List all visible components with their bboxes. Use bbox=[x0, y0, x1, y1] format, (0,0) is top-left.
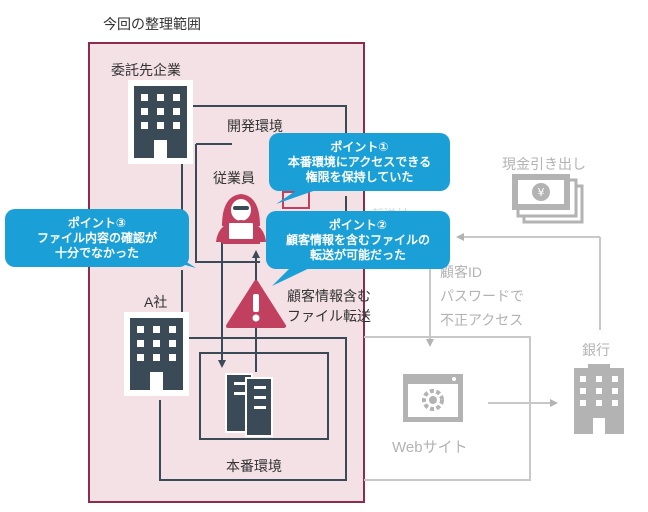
dev-env-label: 開発環境 bbox=[227, 118, 283, 134]
callout-2-title: ポイント② bbox=[328, 218, 388, 232]
callout-3-title: ポイント③ bbox=[67, 216, 127, 230]
callout-point-3: ポイント③ ファイル内容の確認が 十分でなかった bbox=[5, 209, 189, 267]
callout-1-line1: 本番環境にアクセスできる bbox=[287, 155, 432, 169]
website-label: Webサイト bbox=[392, 439, 468, 456]
transfer-label-1: 顧客情報含む bbox=[287, 288, 371, 304]
employee-icon bbox=[216, 194, 266, 244]
employee-label: 従業員 bbox=[213, 170, 255, 186]
company-a-building-icon bbox=[124, 312, 189, 396]
prod-env-frame bbox=[159, 337, 347, 481]
stolen-text-1: 顧客ID bbox=[440, 264, 482, 280]
scope-title: 今回の整理範囲 bbox=[103, 16, 201, 32]
server-icon bbox=[225, 373, 273, 437]
cash-out-label: 現金引き出し bbox=[502, 156, 586, 172]
cash-icon: ¥ bbox=[512, 174, 584, 224]
contractor-label: 委託先企業 bbox=[111, 62, 181, 78]
stolen-text-3: 不正アクセス bbox=[440, 312, 524, 328]
callout-2-pointer bbox=[272, 264, 318, 286]
stolen-text-2: パスワードで bbox=[440, 288, 524, 304]
callout-1-pointer bbox=[276, 188, 322, 204]
employee-box bbox=[195, 143, 260, 263]
callout-2-line1: 顧客情報を含むファイルの bbox=[285, 233, 430, 247]
bank-building-icon bbox=[574, 364, 624, 434]
svg-text:¥: ¥ bbox=[538, 186, 545, 199]
bank-label: 銀行 bbox=[582, 342, 610, 358]
warning-icon bbox=[226, 280, 286, 328]
contractor-building-icon bbox=[128, 80, 193, 164]
company-a-label: A社 bbox=[144, 294, 168, 310]
callout-point-1: ポイント① 本番環境にアクセスできる 権限を保持していた bbox=[269, 133, 450, 191]
callout-point-2: ポイント② 顧客情報を含むファイルの 転送が可能だった bbox=[266, 211, 450, 269]
transfer-label-2: ファイル転送 bbox=[287, 308, 371, 324]
prod-env-label: 本番環境 bbox=[226, 458, 282, 474]
website-icon bbox=[403, 374, 463, 422]
callout-3-line2: 十分でなかった bbox=[54, 246, 139, 260]
callout-2-line2: 転送が可能だった bbox=[309, 248, 406, 262]
callout-3-line1: ファイル内容の確認が bbox=[36, 231, 157, 245]
callout-1-line2: 権限を保持していた bbox=[305, 170, 414, 184]
callout-1-title: ポイント① bbox=[330, 140, 389, 154]
